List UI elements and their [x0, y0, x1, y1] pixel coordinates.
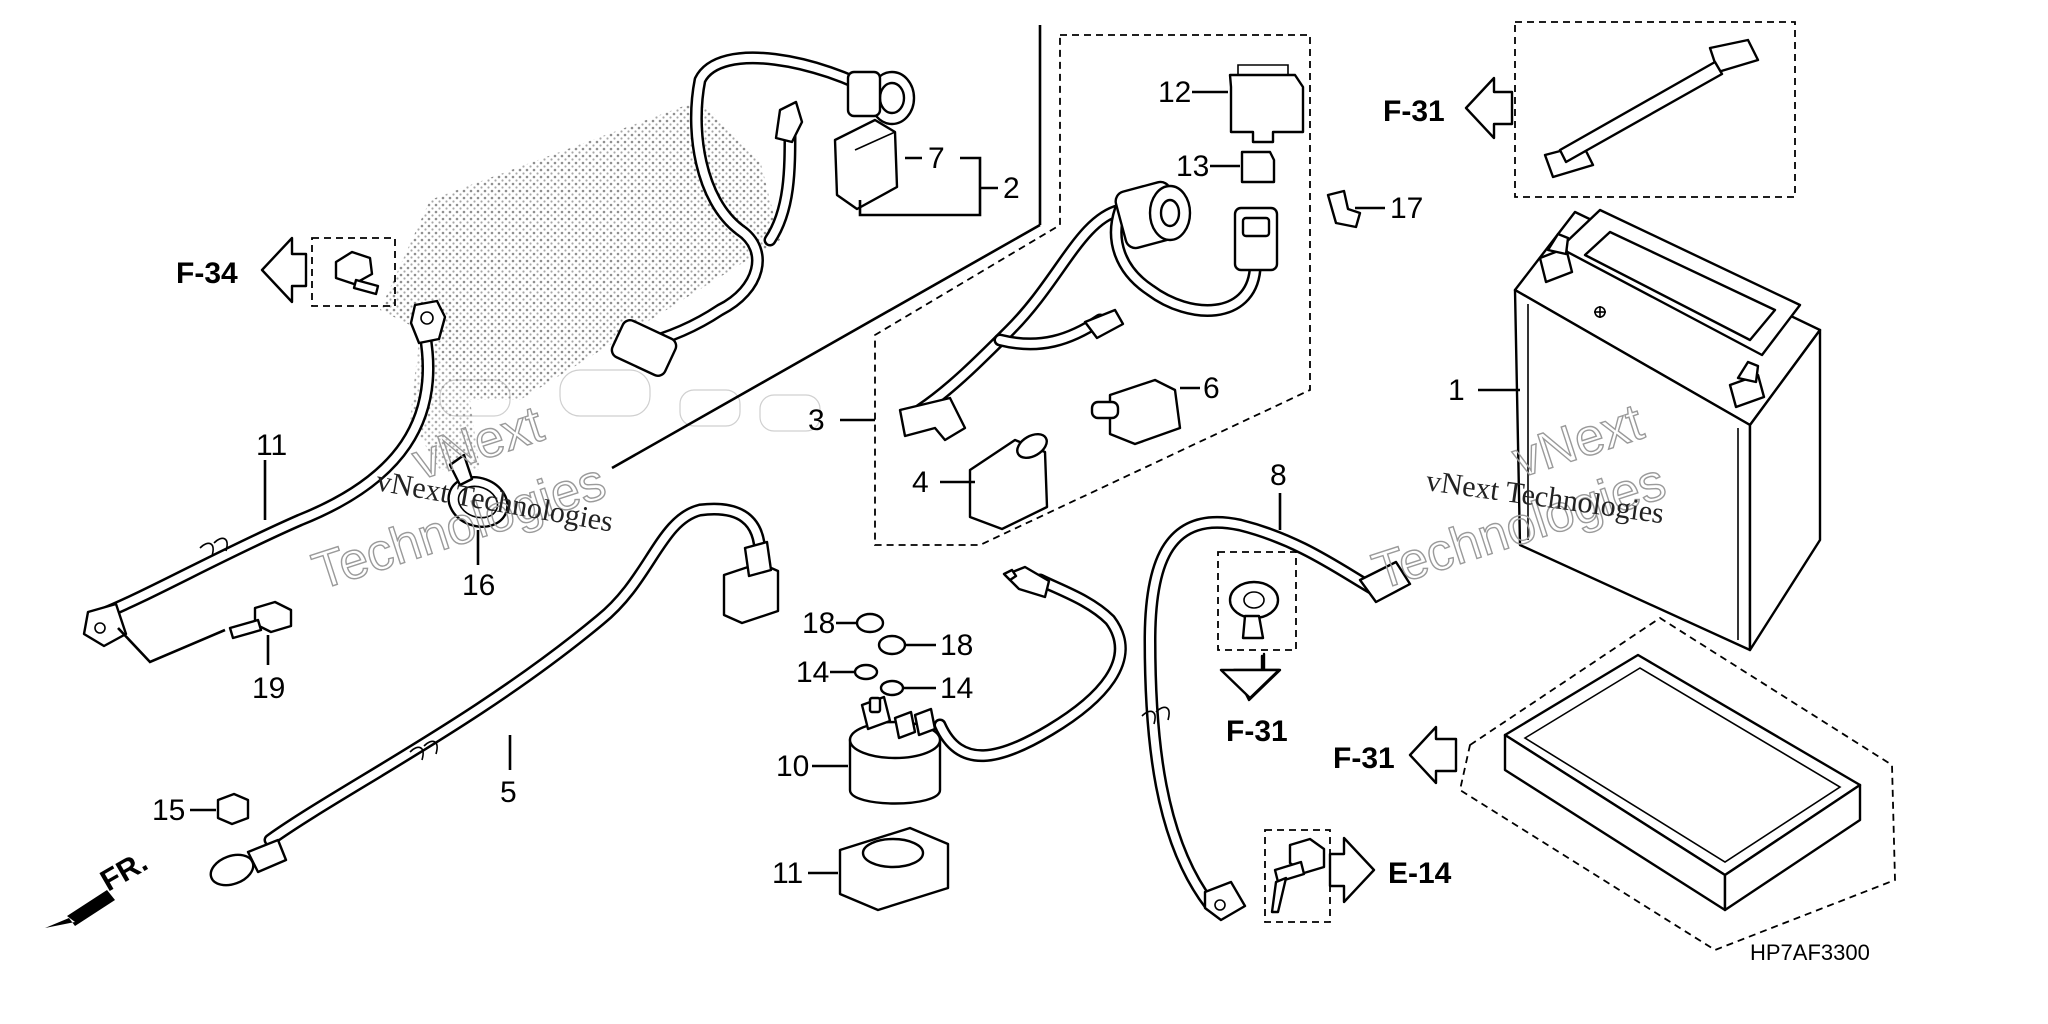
part-number-13: 13 — [1176, 150, 1209, 183]
part-number-4: 4 — [912, 466, 929, 499]
part-number-16: 16 — [462, 569, 495, 602]
part-number-18a: 18 — [802, 607, 835, 640]
clip-f31 — [1228, 580, 1280, 640]
tray-box — [1458, 616, 1896, 952]
callout-3-4-6: 3 4 6 — [808, 372, 1220, 499]
part-number-2: 2 — [1003, 172, 1020, 205]
cable-to-relay — [933, 565, 1127, 763]
fuse-part-13 — [1240, 150, 1276, 184]
washers-part-14 — [853, 663, 905, 697]
part-number-1: 1 — [1448, 374, 1465, 407]
ref-label-e14: E-14 — [1388, 857, 1452, 890]
front-direction-arrow: FR. — [45, 845, 153, 928]
ref-label-f31-top: F-31 — [1383, 95, 1445, 128]
part-number-6: 6 — [1203, 372, 1220, 405]
clamp-part-16 — [447, 453, 509, 528]
boot-part-4 — [968, 433, 1049, 531]
cap-part-7 — [833, 118, 899, 211]
bolt-e14 — [1270, 837, 1326, 914]
ref-f31-lower: F-31 — [1333, 725, 1458, 785]
part-number-3: 3 — [808, 404, 825, 437]
part-number-15: 15 — [152, 794, 185, 827]
part-number-7: 7 — [928, 142, 945, 175]
cable-part-8 — [1141, 515, 1412, 922]
front-label: FR. — [95, 845, 153, 898]
part-number-5: 5 — [500, 776, 517, 809]
ref-label-f31-lower: F-31 — [1333, 742, 1395, 775]
starter-relay-part-10 — [848, 695, 942, 805]
ref-f34: F-34 — [176, 236, 308, 304]
ref-f31-top: F-31 — [1383, 76, 1514, 140]
nut-part-15 — [216, 792, 250, 826]
diagram-code: HP7AF3300 — [1750, 940, 1870, 965]
part-number-14a: 14 — [796, 656, 829, 689]
nuts-part-18 — [855, 612, 907, 656]
ref-e14: E-14 — [1328, 836, 1452, 904]
separator-diagonal — [611, 223, 1041, 470]
part-number-9: 11 — [256, 429, 287, 462]
cable-part-9 — [82, 299, 447, 648]
sub-harness-part-3 — [898, 180, 1279, 442]
part-number-18b: 18 — [940, 629, 973, 662]
relay-part-12 — [1228, 64, 1305, 144]
sensor-part-6 — [1090, 378, 1182, 446]
battery-tray — [1503, 653, 1862, 912]
cable-part-5 — [209, 502, 780, 887]
bolt-box-f34 — [311, 237, 396, 307]
ref-label-f31-middle: F-31 — [1226, 715, 1288, 748]
part-number-19: 19 — [252, 672, 285, 705]
part-number-11: 11 — [772, 857, 803, 890]
leader-19-assembly — [117, 627, 226, 664]
battery-band — [1543, 38, 1760, 179]
battery-part-1 — [1513, 208, 1822, 652]
part-number-8: 8 — [1270, 459, 1287, 492]
callout-7-2: 7 2 — [858, 142, 1020, 217]
part-number-12: 12 — [1158, 76, 1191, 109]
ref-label-f34: F-34 — [176, 257, 238, 290]
band-box — [1514, 21, 1796, 198]
bracket-part-11 — [838, 826, 950, 912]
part-number-17: 17 — [1390, 192, 1423, 225]
part-number-10: 10 — [776, 750, 809, 783]
bolt-f34 — [334, 250, 380, 296]
harness-part-2 — [610, 51, 916, 377]
clip-part-17 — [1326, 189, 1362, 229]
clip-box-f31 — [1217, 551, 1297, 651]
sub-harness-box — [874, 34, 1311, 546]
part-number-14b: 14 — [940, 672, 973, 705]
bolt-part-19 — [228, 600, 293, 640]
ref-f31-middle: F-31 — [1219, 652, 1288, 748]
